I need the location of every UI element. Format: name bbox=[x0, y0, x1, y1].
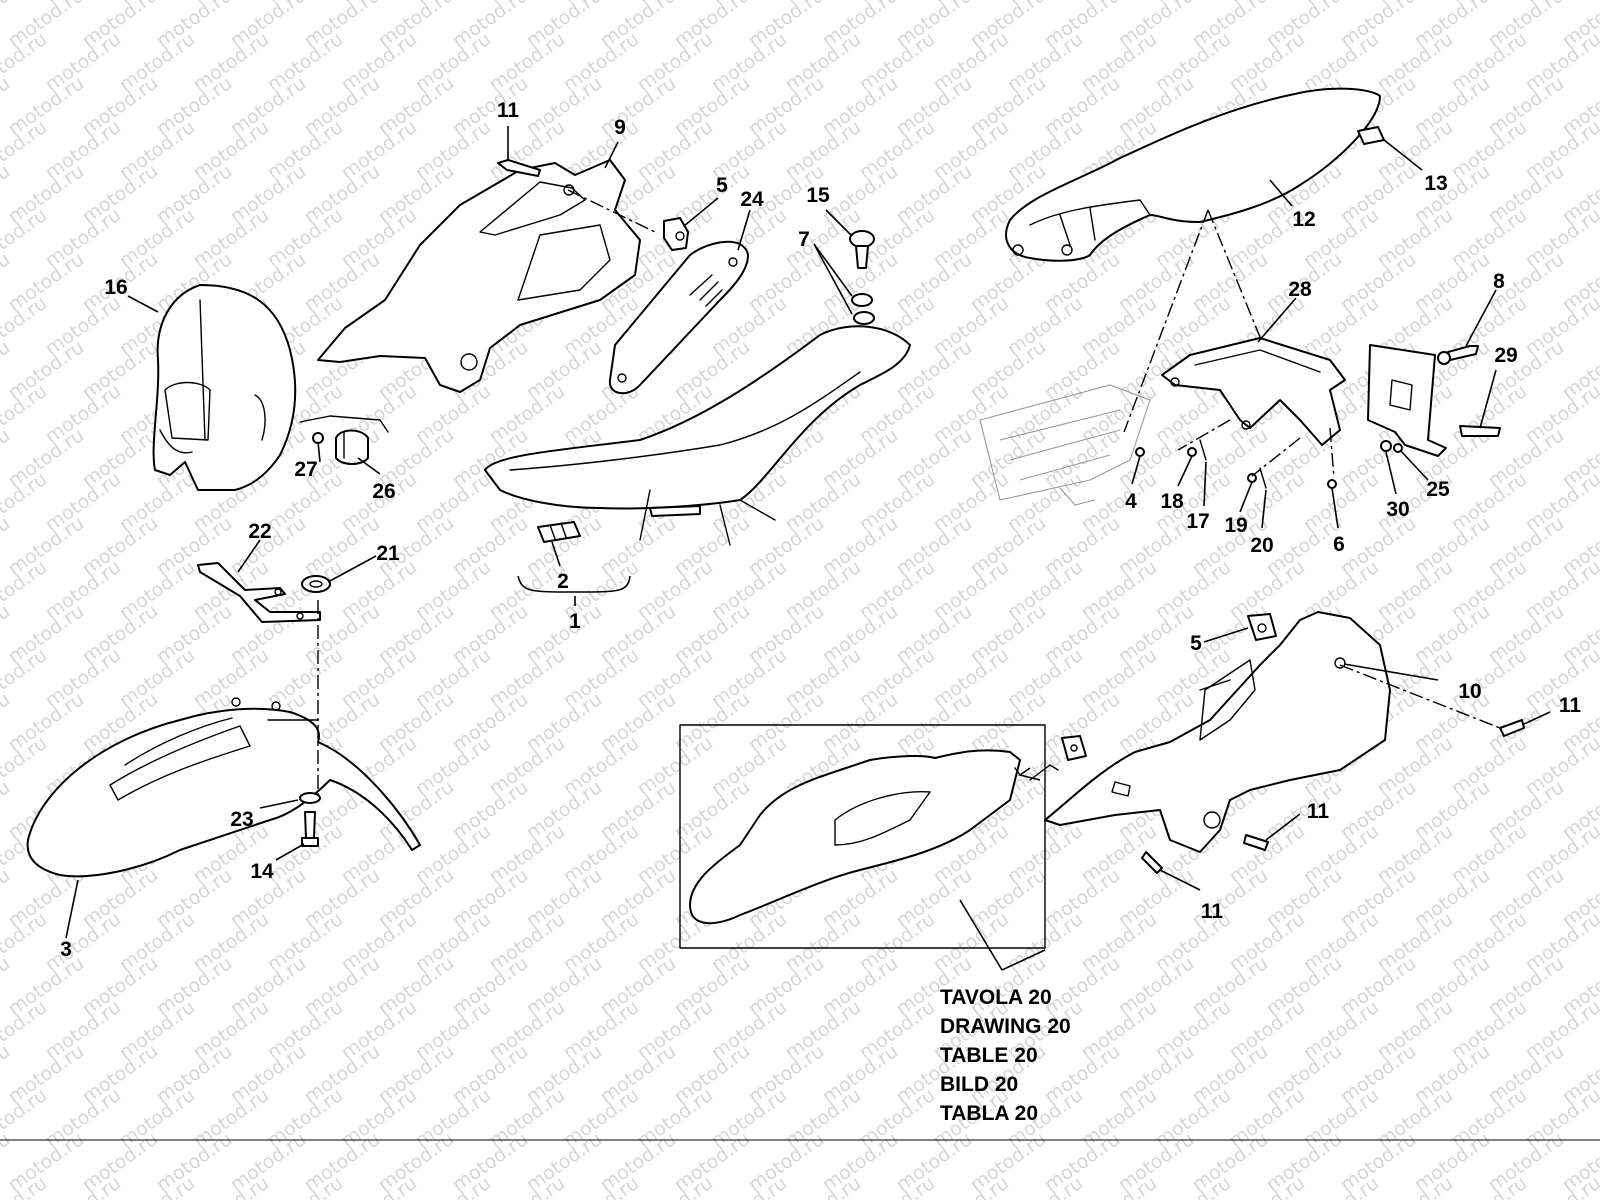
callout-27: 27 bbox=[294, 458, 317, 481]
assembly-lines bbox=[317, 189, 1501, 800]
reference-line-3: TABLE 20 bbox=[940, 1044, 1038, 1067]
headlight-fairing bbox=[152, 284, 297, 491]
tail-reflector bbox=[1357, 126, 1385, 145]
spring-clip-lower bbox=[1247, 613, 1277, 641]
screw-top bbox=[497, 159, 541, 177]
callout-8: 8 bbox=[1493, 270, 1505, 293]
callout-30: 30 bbox=[1386, 498, 1409, 521]
callout-10: 10 bbox=[1458, 680, 1481, 703]
reference-line-5: TABLA 20 bbox=[940, 1102, 1038, 1125]
callout-11b: 11 bbox=[1559, 694, 1582, 717]
callout-11c: 11 bbox=[1307, 800, 1330, 823]
callout-labels: 1 2 3 4 5 5 6 7 8 9 10 11 11 11 11 12 13… bbox=[60, 99, 1581, 961]
callout-15: 15 bbox=[806, 184, 830, 207]
rear-frame-phantom bbox=[979, 384, 1151, 506]
small-fasteners bbox=[1135, 439, 1337, 489]
callout-11a: 11 bbox=[497, 99, 520, 122]
callout-19: 19 bbox=[1224, 514, 1247, 537]
fender-bracket bbox=[197, 562, 321, 623]
inset-reference-box bbox=[679, 724, 1087, 949]
seat-pad bbox=[537, 521, 581, 543]
spring-clip-upper bbox=[663, 217, 689, 251]
side-cover-transparent bbox=[608, 240, 749, 395]
headlight-clamp bbox=[299, 415, 389, 465]
callout-29: 29 bbox=[1494, 344, 1517, 367]
callout-9: 9 bbox=[614, 116, 626, 139]
left-side-panel bbox=[317, 159, 641, 393]
callout-24: 24 bbox=[740, 188, 764, 211]
callout-18: 18 bbox=[1160, 490, 1184, 513]
callout-1: 1 bbox=[569, 610, 581, 633]
callout-14: 14 bbox=[250, 860, 274, 883]
number-plate-holder bbox=[1367, 344, 1501, 457]
callout-4: 4 bbox=[1125, 490, 1137, 513]
right-side-panel bbox=[1044, 611, 1391, 853]
callout-5b: 5 bbox=[1190, 632, 1202, 655]
callout-5a: 5 bbox=[716, 174, 728, 197]
callout-23: 23 bbox=[230, 808, 253, 831]
callout-28: 28 bbox=[1288, 278, 1312, 301]
reference-line-2: DRAWING 20 bbox=[940, 1015, 1071, 1038]
callout-22: 22 bbox=[248, 520, 271, 543]
callout-16: 16 bbox=[104, 276, 127, 299]
panel-screws bbox=[1141, 719, 1525, 874]
quick-fastener bbox=[849, 230, 875, 325]
front-mudguard bbox=[26, 697, 421, 878]
reference-line-4: BILD 20 bbox=[940, 1073, 1018, 1096]
callout-26: 26 bbox=[372, 480, 395, 503]
callout-7: 7 bbox=[798, 228, 810, 251]
number-plate-bracket bbox=[1161, 337, 1346, 446]
reference-line-1: TAVOLA 20 bbox=[940, 986, 1052, 1009]
callout-25: 25 bbox=[1426, 478, 1450, 501]
callout-3: 3 bbox=[60, 938, 72, 961]
callout-6: 6 bbox=[1333, 533, 1345, 556]
leader-lines bbox=[65, 126, 1551, 971]
callout-20: 20 bbox=[1250, 534, 1273, 557]
callout-13: 13 bbox=[1424, 172, 1447, 195]
reference-block: TAVOLA 20 DRAWING 20 TABLE 20 BILD 20 TA… bbox=[940, 986, 1071, 1125]
seat bbox=[484, 325, 911, 546]
callout-12: 12 bbox=[1292, 208, 1315, 231]
callout-21: 21 bbox=[376, 542, 400, 565]
mudguard-screw bbox=[299, 792, 321, 847]
grommet bbox=[301, 575, 331, 593]
tail-section bbox=[1005, 87, 1381, 262]
callout-11d: 11 bbox=[1201, 900, 1224, 923]
callout-17: 17 bbox=[1186, 510, 1209, 533]
callout-2: 2 bbox=[557, 570, 569, 593]
